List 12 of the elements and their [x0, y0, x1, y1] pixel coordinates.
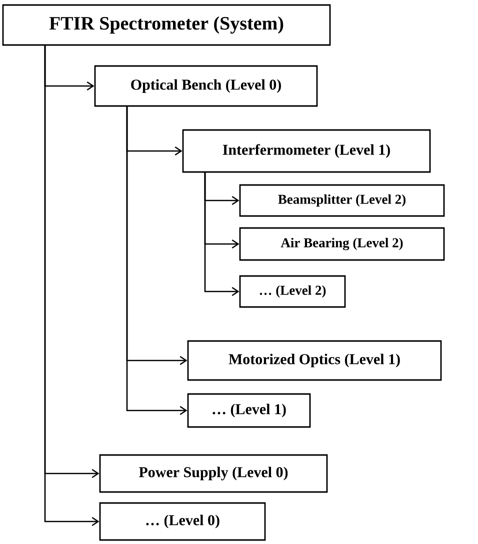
component-box: Interfermometer (Level 1)	[182, 129, 431, 173]
component-box: Motorized Optics (Level 1)	[187, 340, 442, 381]
component-box: Air Bearing (Level 2)	[239, 227, 445, 261]
arrow	[204, 172, 240, 296]
component-box: … (Level 0)	[99, 502, 266, 541]
component-box: … (Level 2)	[239, 275, 346, 308]
component-box: Power Supply (Level 0)	[99, 454, 328, 493]
component-box: … (Level 1)	[187, 393, 311, 428]
component-box: FTIR Spectrometer (System)	[2, 4, 331, 46]
component-box: Beamsplitter (Level 2)	[239, 184, 445, 217]
arrow	[126, 106, 188, 416]
component-box: Optical Bench (Level 0)	[94, 65, 318, 107]
